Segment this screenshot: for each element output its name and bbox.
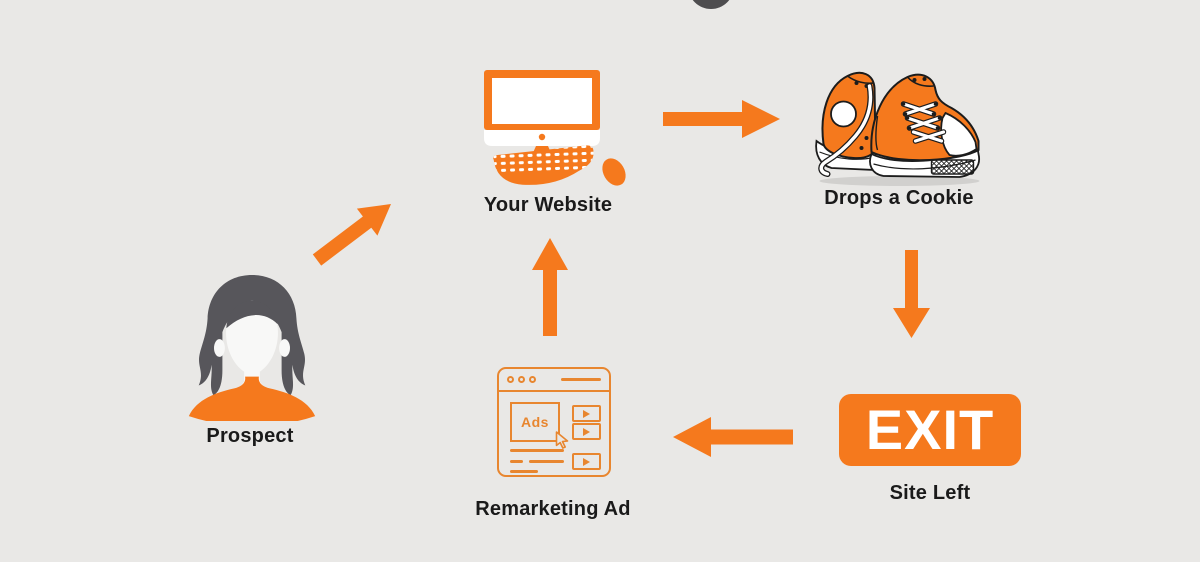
cursor-icon xyxy=(555,431,573,449)
arrow-website-to-cookie xyxy=(663,100,780,138)
ads-banner-text: Ads xyxy=(521,414,549,430)
arrow-remarketing-to-website xyxy=(532,238,568,336)
video-ad-tile xyxy=(572,453,601,470)
arrow-prospect-to-website xyxy=(312,204,391,266)
play-icon xyxy=(583,409,590,418)
text-line xyxy=(529,460,564,463)
remarketing-ad-label: Remarketing Ad xyxy=(475,498,631,520)
text-line xyxy=(510,449,564,452)
browser-dot-icon xyxy=(518,376,525,383)
site-left-label: Site Left xyxy=(889,482,971,504)
drops-a-cookie-label: Drops a Cookie xyxy=(824,187,974,209)
arrow-siteleft-to-remarketing xyxy=(673,417,793,457)
browser-dot-icon xyxy=(507,376,514,383)
desktop-computer-icon xyxy=(484,70,626,187)
arrow-cookie-to-siteleft xyxy=(893,250,930,338)
browser-dot-icon xyxy=(529,376,536,383)
text-line xyxy=(510,460,523,463)
play-icon xyxy=(583,457,590,466)
your-website-label: Your Website xyxy=(483,194,613,216)
video-ad-tile xyxy=(572,405,601,422)
ads-banner-box: Ads xyxy=(510,402,560,442)
sneakers-icon xyxy=(815,71,981,186)
video-ad-tile xyxy=(572,423,601,440)
partial-circle-decoration xyxy=(688,0,734,9)
text-line xyxy=(510,470,538,473)
browser-header xyxy=(499,369,609,392)
woman-avatar-icon xyxy=(188,274,316,421)
browser-ads-icon: Ads xyxy=(497,367,611,477)
exit-sign-icon: EXIT xyxy=(839,394,1021,466)
play-icon xyxy=(583,427,590,436)
browser-address-line xyxy=(561,378,601,381)
prospect-label: Prospect xyxy=(206,425,294,447)
exit-sign-text: EXIT xyxy=(865,398,995,461)
